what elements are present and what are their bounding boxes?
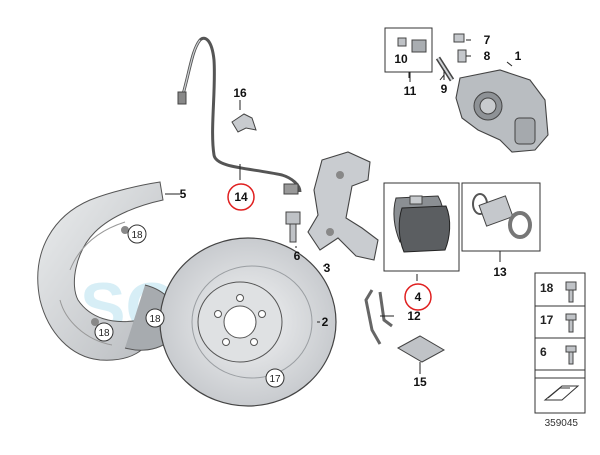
label-12: 12: [407, 309, 421, 323]
anti-rattle-spring: [364, 289, 393, 345]
wear-sensor-wire: [177, 36, 302, 195]
label-18-b: 18: [149, 314, 161, 325]
diagram-number: 359045: [545, 418, 579, 429]
label-10: 10: [394, 52, 408, 66]
label-8: 8: [484, 49, 491, 63]
circled-labels: 18 18 18 17: [94, 224, 285, 388]
label-3: 3: [324, 261, 331, 275]
caliper-carrier: [307, 151, 379, 261]
fastener-legend: 18 17 6: [534, 272, 586, 414]
box-13: [461, 182, 541, 252]
caliper-bolt: [285, 211, 301, 243]
brake-caliper: [455, 69, 549, 153]
label-7: 7: [484, 33, 491, 47]
brake-disc: [159, 237, 337, 407]
label-1: 1: [515, 49, 522, 63]
label-5: 5: [180, 187, 187, 201]
label-13: 13: [493, 265, 507, 279]
guide-pin: [435, 56, 455, 82]
highlight-rings: [227, 183, 432, 311]
grease-pack: [396, 335, 446, 363]
box-4: [383, 182, 460, 272]
legend-label-18: 18: [540, 281, 554, 295]
label-6: 6: [294, 249, 301, 263]
highlight-14: [227, 183, 255, 211]
label-2: 2: [322, 315, 329, 329]
box-11: [384, 27, 433, 73]
label-4: 4: [415, 290, 422, 304]
label-15: 15: [413, 375, 427, 389]
label-18-a: 18: [131, 230, 143, 241]
label-17: 17: [269, 374, 281, 385]
label-16: 16: [233, 86, 247, 100]
highlight-4: [404, 283, 432, 311]
bleeder-parts: [453, 33, 467, 63]
label-18-c: 18: [98, 328, 110, 339]
label-11: 11: [404, 84, 417, 98]
legend-label-6: 6: [540, 345, 547, 359]
label-14: 14: [234, 190, 248, 204]
bracket-clip: [231, 113, 257, 133]
label-9: 9: [441, 82, 448, 96]
leader-lines: [165, 39, 513, 374]
legend-label-17: 17: [540, 313, 554, 327]
part-labels: 1 2 3 4 5 6 7 8 9 10 11 12 13 14 15 16: [180, 33, 522, 389]
